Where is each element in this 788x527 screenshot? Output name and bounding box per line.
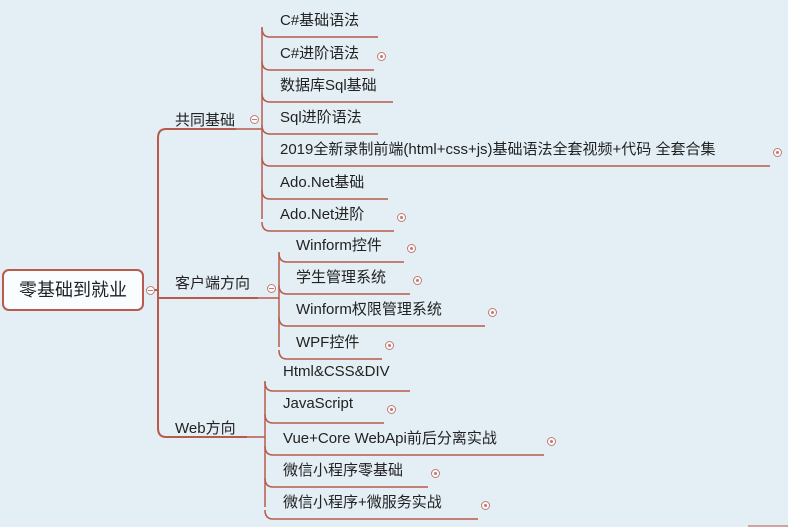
leaf-topic[interactable]: Ado.Net基础 (280, 174, 365, 191)
connector-line (157, 128, 236, 290)
leaf-topic[interactable]: 2019全新录制前端(html+css+js)基础语法全套视频+代码 全套合集 (280, 141, 716, 158)
root-topic-label: 零基础到就业 (19, 280, 127, 300)
connector-line (157, 290, 247, 438)
root-topic[interactable]: 零基础到就业 (2, 269, 144, 311)
expand-icon[interactable] (387, 405, 396, 414)
leaf-topic[interactable]: C#进阶语法 (280, 45, 360, 62)
connector-line (261, 156, 770, 167)
leaf-topic[interactable]: Winform控件 (296, 237, 382, 254)
connector-line (264, 413, 384, 424)
connector-line (278, 316, 485, 327)
connector-line (261, 221, 394, 232)
expand-icon[interactable] (547, 437, 556, 446)
leaf-topic[interactable]: Sql进阶语法 (280, 109, 362, 126)
leaf-topic[interactable]: Html&CSS&DIV (283, 363, 390, 380)
leaf-topic[interactable]: 学生管理系统 (296, 269, 387, 286)
leaf-topic[interactable]: 数据库Sql基础 (280, 77, 377, 94)
leaf-topic[interactable]: C#基础语法 (280, 12, 360, 29)
connector-line (278, 349, 382, 360)
connector-line (264, 381, 410, 392)
connector-line (261, 60, 374, 71)
connector-line (261, 124, 378, 135)
leaf-topic[interactable]: Ado.Net进阶 (280, 206, 365, 223)
branch-collapse-icon[interactable] (250, 115, 259, 124)
expand-icon[interactable] (385, 341, 394, 350)
leaf-topic[interactable]: Winform权限管理系统 (296, 301, 442, 318)
branch-topic-1[interactable]: 共同基础 (175, 112, 236, 129)
connector-line (261, 92, 393, 103)
connector-line (264, 477, 428, 488)
connector-line (264, 509, 478, 520)
expand-icon[interactable] (413, 276, 422, 285)
expand-icon[interactable] (407, 244, 416, 253)
expand-icon[interactable] (397, 213, 406, 222)
leaf-topic[interactable]: JavaScript (283, 395, 354, 412)
expand-icon[interactable] (377, 52, 386, 61)
expand-icon[interactable] (431, 469, 440, 478)
branch-topic-3[interactable]: Web方向 (175, 420, 236, 437)
root-collapse-icon[interactable] (146, 286, 155, 295)
branch-collapse-icon[interactable] (267, 284, 276, 293)
connector-line (278, 284, 410, 295)
expand-icon[interactable] (481, 501, 490, 510)
expand-icon[interactable] (488, 308, 497, 317)
connector-line (261, 27, 378, 38)
leaf-topic[interactable]: Vue+Core WebApi前后分离实战 (283, 430, 497, 447)
connector-line (261, 189, 388, 200)
connector-line (278, 252, 404, 263)
leaf-topic[interactable]: 微信小程序零基础 (283, 462, 404, 479)
connector-line (264, 445, 544, 456)
expand-icon[interactable] (773, 148, 782, 157)
branch-topic-2[interactable]: 客户端方向 (175, 275, 251, 292)
leaf-topic[interactable]: 微信小程序+微服务实战 (283, 494, 442, 511)
leaf-topic[interactable]: WPF控件 (296, 334, 360, 351)
